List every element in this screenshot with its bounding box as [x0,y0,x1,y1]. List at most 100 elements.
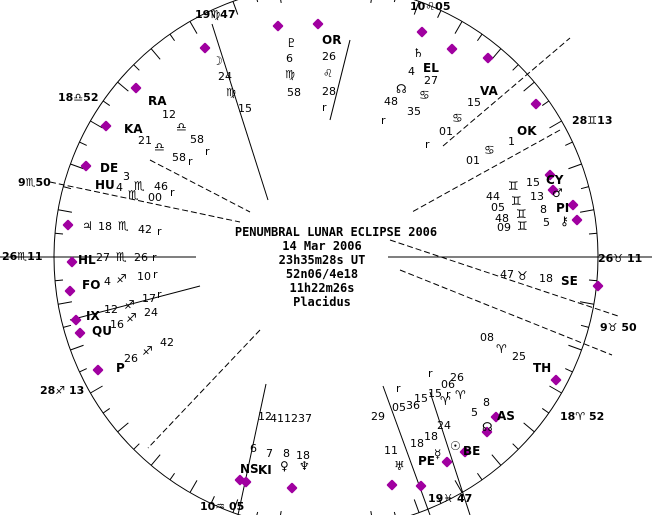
qu-glyph: QU [92,324,112,338]
degree-tick [491,48,502,60]
pluto-deg: 6 [286,52,293,65]
cusp-line [399,269,613,356]
cusp-label-6: 28♊13 [572,114,612,127]
event-coords: 52n06/4e18 [286,267,358,281]
degree-tick [579,301,594,305]
ll-num-1: 12 [258,410,272,423]
degree-tick [210,496,215,504]
jupiter-min: 42 [138,223,152,236]
ll-num-6: 7 [266,447,273,460]
hu-min: 00 [148,191,162,204]
as-glyph: AS [497,409,515,423]
degree-tick [370,510,373,515]
cusp-label-3: 18♎52 [58,91,98,104]
ll-num-2: 41 [270,412,284,425]
va-min: 01 [439,125,453,138]
degree-tick [580,324,589,328]
hu-retro: r [170,186,175,199]
hl-deg: 27 [96,251,110,264]
degree-tick [279,510,282,515]
planet-dot [70,314,82,326]
de-glyph: DE [100,161,118,175]
ll-num-8: 18 [296,449,310,462]
uranus-glyph: ♅ [394,459,405,473]
pi-glyph: PI [556,201,569,215]
planet-dot [312,18,324,30]
be-glyph: BE [463,444,480,458]
cusp-line [389,239,619,317]
node2-glyph: ☊ [482,420,493,434]
saturn-deg: 4 [408,65,415,78]
lr-num-16: r [446,388,451,401]
planet-dot [544,169,556,181]
mercury-glyph: ☿ [434,447,441,461]
node-deg: 48 [384,95,398,108]
node-sign: ♋ [419,88,430,102]
qu-min: 24 [144,306,158,319]
planet-dot [74,327,86,339]
degree-tick [58,301,73,305]
degree-tick [413,499,420,513]
th-sign: ♈ [496,342,507,356]
planet-dot [446,43,458,55]
event-title: PENUMBRAL LUNAR ECLIPSE 2006 [235,225,437,239]
sun-glyph: ☉ [450,439,461,453]
se-deg: 18 [539,272,553,285]
de-deg: 3 [123,170,130,183]
cusp-line [237,383,267,515]
event-date: 14 Mar 2006 [282,239,361,253]
sidereal-time: 11h22m26s [289,281,354,295]
lr-num-12: 18 [424,430,438,443]
planet-dot [459,446,471,458]
degree-tick [588,279,598,282]
node-glyph: ☊ [396,82,407,96]
ka-sign: ♎ [154,140,165,154]
se-min: 47 [500,268,514,281]
lr-num-4: 15 [428,387,442,400]
cy-deg: 15 [526,176,540,189]
degree-tick [579,209,594,213]
va-deg: 15 [467,96,481,109]
degree-tick [549,385,562,394]
pluto-min: 58 [287,86,301,99]
ok-glyph: OK [517,124,537,138]
lr-num-5: 15 [414,392,428,405]
p-deg: 26 [124,352,138,365]
planet-dot [240,476,252,488]
degree-tick [133,443,140,450]
moon-glyph: ☽ [212,54,223,68]
ok-min: 01 [466,154,480,167]
eris-deg: 5 [543,216,550,229]
va-glyph: VA [480,84,498,98]
lr-num-7: 05 [392,401,406,414]
degree-tick [437,10,442,18]
ix-glyph: IX [86,309,100,323]
qu-deg: 16 [110,318,124,331]
cusp-labels: 19♍47 10♌05 18♎52 28♊13 9♏50 26♏11 26♉ 1… [2,0,642,513]
cusp-line [49,181,241,223]
cy-glyph: CY [546,173,564,187]
lr-num-10: 11 [384,444,398,457]
p-sign: ♐ [142,344,153,358]
planet-dot [592,280,604,292]
degree-tick [232,1,239,15]
fo-sign: ♐ [116,272,127,286]
pe-glyph: PE [418,454,435,468]
ix-min: 17 [142,292,156,305]
planet-group-top: ♇ 6 ♍ 58 OR 26 ♌ 28 r ☽ 24 ♍ 15 ♄ 4 27 E… [212,33,537,167]
degree-tick [491,454,502,466]
degree-tick [437,496,442,504]
va-retro: r [425,138,430,151]
degree-tick [90,385,103,394]
cy-sign: ♊ [508,179,519,193]
degree-tick [63,324,72,328]
degree-tick [169,33,175,42]
degree-tick [477,33,483,42]
ra-sign: ♎ [176,120,187,134]
degree-ticks [54,0,598,515]
degree-tick [541,408,550,414]
cusp-line [69,285,201,321]
eris-glyph: ⚷ [560,214,569,228]
ll-num-7: 8 [283,447,290,460]
